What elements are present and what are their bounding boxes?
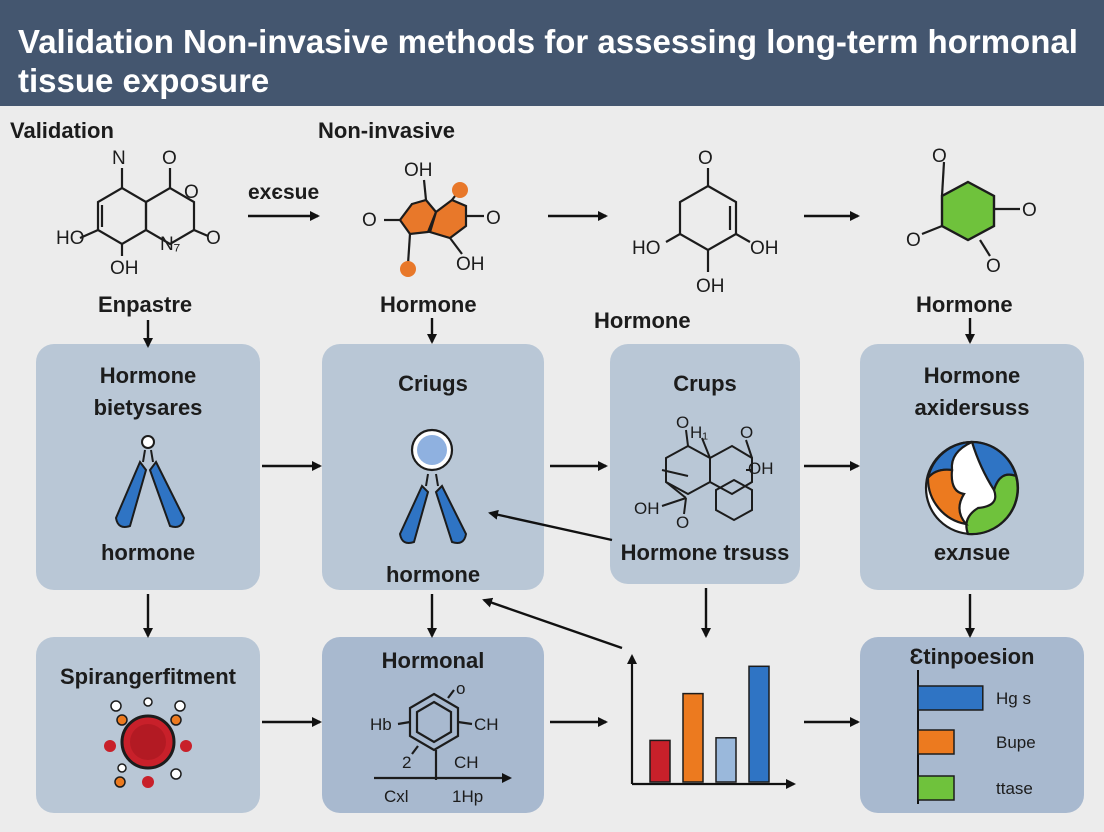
- atom-label: CH: [454, 753, 479, 772]
- molecule-4: [921, 161, 1020, 257]
- atom-label: OH: [696, 276, 725, 297]
- box-text: Hormone trsuss: [620, 540, 790, 565]
- atom-label: O: [932, 146, 947, 167]
- atom-label: O: [740, 423, 753, 442]
- arrow: [482, 597, 623, 650]
- label-non-invasive: Non-invasive: [318, 118, 455, 143]
- benzene-molecule: [374, 689, 512, 783]
- box-title: Crups: [673, 371, 737, 396]
- atom-dot: [400, 261, 416, 277]
- label-hormone-3: Hormone: [916, 292, 1013, 317]
- bar: [682, 692, 704, 783]
- box-text: exлsue: [933, 540, 1011, 565]
- atom-label: 2: [402, 753, 411, 772]
- box-etinpoesion: Ɛtinpoesion: [860, 637, 1084, 813]
- atom-label: OH: [634, 499, 660, 518]
- atom-dot: [452, 182, 468, 198]
- hormone-receptor-icon: [398, 428, 468, 544]
- box-title: Hormone axidersuss: [914, 363, 1030, 420]
- box-title: Criugs: [398, 371, 468, 396]
- bar: [715, 737, 737, 783]
- bar: [917, 729, 955, 755]
- atom-label: OH: [748, 459, 774, 478]
- bar-label: Hg s: [996, 689, 1031, 708]
- receptor-icon: [114, 435, 186, 528]
- axis-label: Cxl: [384, 787, 409, 806]
- atom-label: OH: [110, 258, 139, 279]
- bar-label: Bupe: [996, 733, 1036, 752]
- horizontal-bar-chart: Hg s Bupe ttase: [917, 670, 1036, 804]
- bar: [649, 739, 671, 783]
- atom-label: N: [112, 148, 126, 169]
- atom-label: CH: [474, 715, 499, 734]
- box-title: Hormone bietysares: [93, 363, 203, 420]
- box-text: hormone: [100, 540, 196, 565]
- page-title: Validation Non-invasive methods for asse…: [18, 23, 1078, 99]
- box-crups: Crups Hormone trsuss: [610, 344, 800, 584]
- axis-label: 1Hp: [452, 787, 483, 806]
- cell-icon: [104, 697, 192, 788]
- box-hormone-bietysares: Hormone bietysares hormone: [36, 344, 260, 590]
- molecule-3: [665, 168, 751, 272]
- bar: [917, 775, 955, 801]
- atom-label: O: [486, 208, 501, 229]
- label-arrow-text: exєsue: [248, 181, 320, 204]
- molecule-2: [384, 179, 484, 277]
- atom-label: O: [1022, 200, 1037, 221]
- molecule-1: [79, 168, 209, 256]
- title-bar: Validation Non-invasive methods for asse…: [0, 0, 1104, 106]
- swirl-icon: [924, 440, 1020, 536]
- box-title: Spirangerfitment: [59, 664, 237, 689]
- arrow: [488, 509, 613, 542]
- atom-label: H₁: [690, 423, 708, 442]
- atom-label: O: [676, 413, 689, 432]
- box-text: hormone: [385, 562, 481, 587]
- vertical-bar-chart: [627, 654, 796, 789]
- atom-label: Hb: [370, 715, 392, 734]
- atom-label: O: [986, 256, 1001, 277]
- label-hormone-1: Hormone: [380, 292, 477, 317]
- atom-label: o: [456, 679, 465, 698]
- bar-label: ttase: [996, 779, 1033, 798]
- label-hormone-2: Hormone: [594, 308, 691, 333]
- atom-label: O: [162, 148, 177, 169]
- label-enpastre: Enpastre: [98, 292, 193, 317]
- atom-label: N₇: [160, 234, 180, 255]
- atom-label: O: [698, 148, 713, 169]
- box-title: Hormonal: [381, 648, 485, 673]
- atom-label: HO: [632, 238, 661, 259]
- atom-label: OH: [750, 238, 779, 259]
- bar: [748, 665, 770, 783]
- box-hormonal: Hormonal: [322, 637, 544, 813]
- atom-label: O: [676, 513, 689, 532]
- atom-label: OH: [404, 160, 433, 181]
- atom-label: HO: [56, 228, 85, 249]
- atom-label: O: [206, 228, 221, 249]
- complex-molecule: [661, 429, 753, 522]
- label-validation: Validation: [10, 118, 114, 143]
- atom-label: O: [906, 230, 921, 251]
- atom-label: O: [362, 210, 377, 231]
- bar: [917, 685, 984, 711]
- box-title: Ɛtinpoesion: [909, 644, 1035, 669]
- atom-label: OH: [456, 254, 485, 275]
- atom-label: O: [184, 182, 199, 203]
